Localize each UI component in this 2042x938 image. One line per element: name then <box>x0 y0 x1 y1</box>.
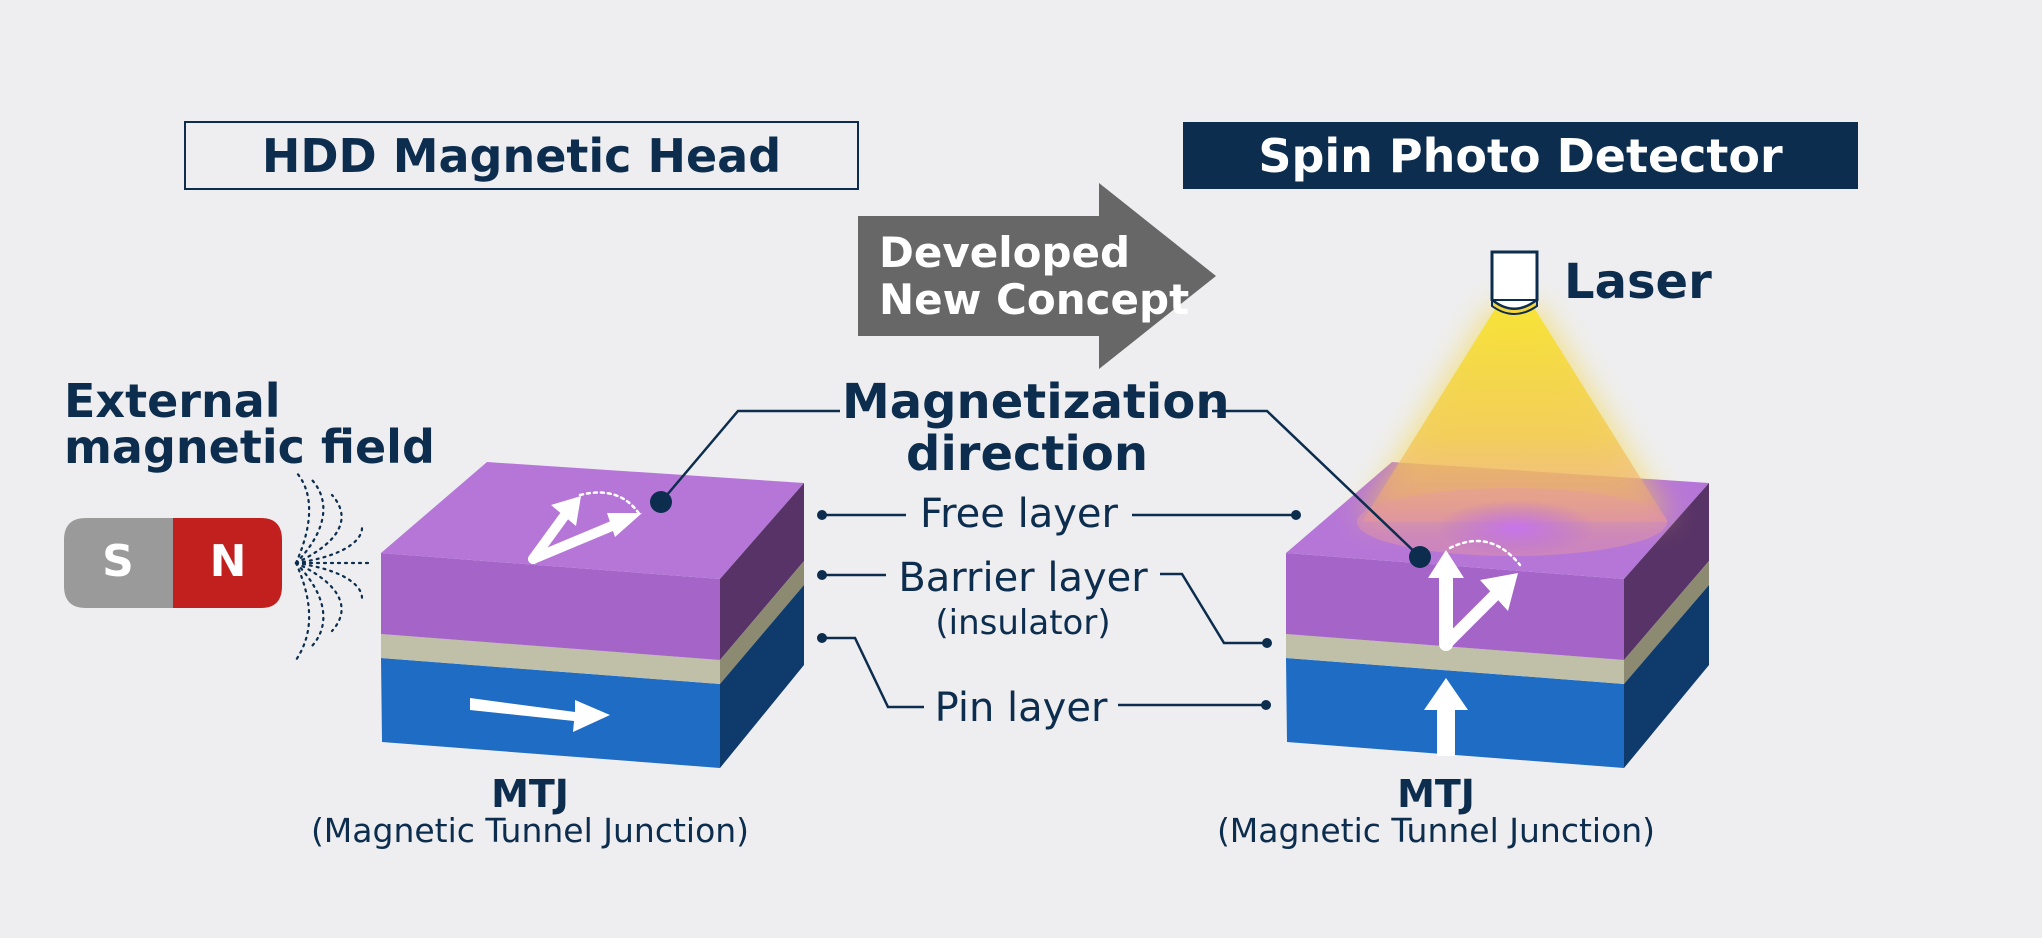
magnet-n-pole <box>173 518 282 608</box>
right-mtj-block <box>1286 462 1709 768</box>
pin-layer-label: Pin layer <box>934 685 1108 731</box>
right-pin-side <box>1624 585 1709 768</box>
left-free-front <box>381 553 720 660</box>
right-title-box <box>1183 122 1858 189</box>
leader-lines <box>660 409 1421 709</box>
right-free-magnetization-arrows <box>1428 539 1522 651</box>
bar-magnet <box>64 518 282 608</box>
right-barrier-side <box>1624 561 1709 684</box>
left-pin-arrow <box>470 698 610 732</box>
left-free-magnetization-arrows <box>528 491 642 564</box>
right-mtj-label: MTJ <box>1397 772 1475 816</box>
left-mtj-label: MTJ <box>491 772 569 816</box>
magnet-s-label: S <box>102 536 134 587</box>
external-field-line1: External <box>64 374 281 428</box>
magnetization-label-line1: Magnetization <box>842 374 1230 430</box>
left-barrier-side <box>720 561 804 684</box>
left-free-top <box>381 462 804 579</box>
right-pin-arrow <box>1424 678 1468 756</box>
left-mtj-block <box>381 462 804 768</box>
laser-beam <box>1357 306 1672 556</box>
magnetization-label-line2: direction <box>905 426 1149 482</box>
left-panel-title: HDD Magnetic Head <box>261 129 782 183</box>
right-free-front <box>1286 553 1624 660</box>
developed-concept-arrow <box>858 183 1216 369</box>
barrier-layer-note: (insulator) <box>935 603 1111 643</box>
right-barrier-front <box>1286 634 1624 684</box>
left-pin-side <box>720 585 804 768</box>
right-mtj-full-label: (Magnetic Tunnel Junction) <box>1216 811 1656 850</box>
arrow-label-line1: Developed <box>879 228 1131 277</box>
laser-label: Laser <box>1564 254 1712 310</box>
left-mtj-full-label: (Magnetic Tunnel Junction) <box>310 811 750 850</box>
magnet-s-pole <box>64 518 173 608</box>
barrier-layer-label: Barrier layer <box>898 555 1148 601</box>
magnet-n-label: N <box>209 536 247 587</box>
left-barrier-front <box>381 634 720 684</box>
laser-spot <box>1436 500 1596 556</box>
arrow-label-line2: New Concept <box>879 275 1190 324</box>
right-free-side <box>1624 483 1709 660</box>
left-free-side <box>720 483 804 660</box>
laser-icon <box>1490 250 1539 315</box>
free-layer-label: Free layer <box>920 491 1118 537</box>
field-lines <box>294 470 370 662</box>
right-panel-title: Spin Photo Detector <box>1258 129 1783 183</box>
leader-dots <box>650 491 1431 710</box>
left-title-box <box>184 121 859 190</box>
external-field-line2: magnetic field <box>64 420 435 474</box>
